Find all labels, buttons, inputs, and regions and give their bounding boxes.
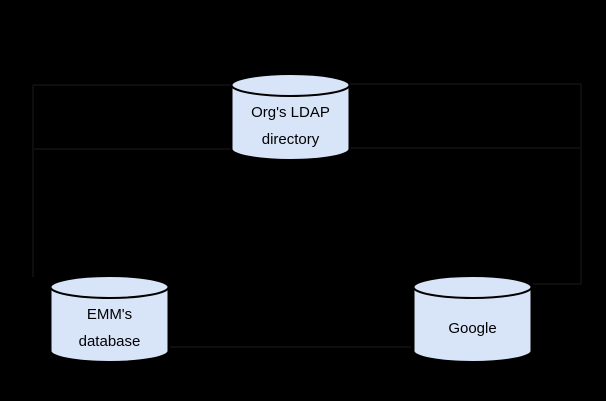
node-label-line: directory [261, 131, 320, 148]
node-label-line: EMM's [86, 306, 133, 323]
cylinder-top [49, 275, 170, 299]
database-cylinder-icon [230, 73, 351, 161]
node-label-emm-database: EMM's database [49, 275, 170, 363]
node-label-google: Google [412, 275, 533, 363]
node-label-line: Org's LDAP [251, 104, 330, 121]
cylinder-top [412, 275, 533, 299]
node-label-line: Google [448, 319, 497, 337]
node-label-line: database [78, 333, 141, 350]
node-google: Google [412, 275, 533, 363]
cylinder-top [230, 73, 351, 97]
cylinder-body [49, 287, 170, 363]
database-cylinder-icon [49, 275, 170, 363]
cylinder-body [230, 85, 351, 161]
node-org-ldap-directory: Org's LDAP directory [230, 73, 351, 161]
database-cylinder-icon [412, 275, 533, 363]
node-emm-database: EMM's database [49, 275, 170, 363]
node-label-org-ldap: Org's LDAP directory [230, 73, 351, 161]
cylinder-body [412, 287, 533, 363]
